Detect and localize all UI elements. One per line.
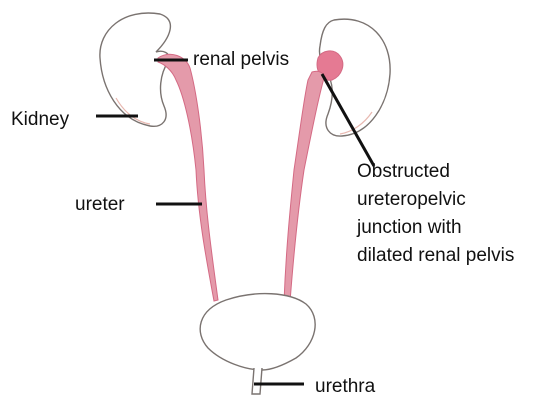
ureter-label: ureter bbox=[75, 195, 125, 215]
urethra bbox=[252, 368, 262, 394]
obstruction-label: Obstructed ureteropelvic junction with d… bbox=[357, 158, 514, 270]
obstruction-label-line: ureteropelvic bbox=[357, 186, 514, 214]
obstruction-label-line: dilated renal pelvis bbox=[357, 242, 514, 270]
bladder bbox=[200, 294, 315, 370]
renal-pelvis-label: renal pelvis bbox=[193, 50, 289, 70]
obstruction-label-line: junction with bbox=[357, 214, 514, 242]
urethra-label: urethra bbox=[315, 377, 375, 397]
kidney-label: Kidney bbox=[11, 110, 69, 130]
obstruction-label-line: Obstructed bbox=[357, 158, 514, 186]
left-kidney bbox=[100, 13, 171, 126]
right-ureter bbox=[284, 71, 324, 302]
left-ureter bbox=[158, 54, 218, 301]
